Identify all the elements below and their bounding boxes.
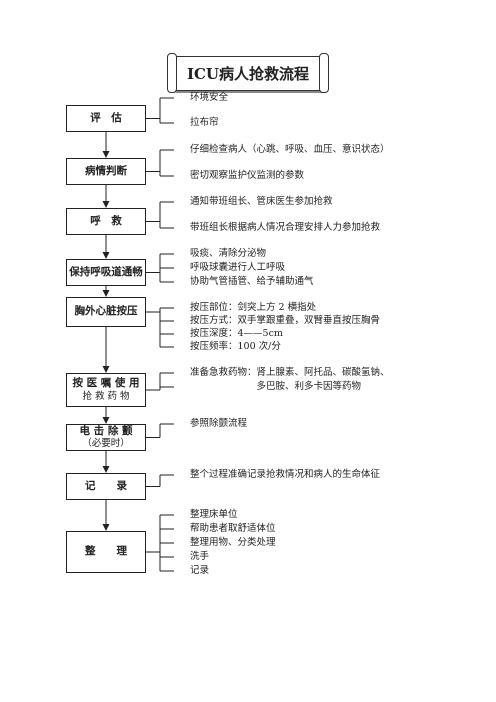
- step-note: 准备急救药物：肾上腺素、阿托品、碳酸氢钠、: [190, 367, 390, 378]
- step-note: 仔细检查病人（心跳、呼吸、血压、意识状态）: [190, 144, 390, 155]
- step-defibrillation: 电 击 除 颤（必要时）: [66, 424, 146, 451]
- step-note: 按压深度：4——5cm: [190, 328, 283, 339]
- step-note: 按压频率：100 次/分: [190, 341, 281, 352]
- step-note: 按压方式：双手掌跟重叠，双臂垂直按压胸骨: [190, 315, 381, 326]
- step-note: 吸痰、清除分泌物: [190, 248, 267, 259]
- step-label: 保持呼吸道通畅: [69, 265, 143, 278]
- step-sublabel: 抢 救 药 物: [82, 390, 130, 402]
- step-note: 洗手: [190, 551, 210, 562]
- step-medication: 按 医 嘱 使 用抢 救 药 物: [66, 373, 146, 407]
- step-note: 整理用物、分类处理: [190, 537, 276, 548]
- step-label: 病情判断: [85, 164, 127, 177]
- step-note: 按压部位：剑突上方 2 横指处: [190, 302, 317, 313]
- step-note: 整理床单位: [190, 509, 238, 520]
- scroll-decoration-right: [319, 53, 329, 93]
- step-note: 整个过程准确记录抢救情况和病人的生命体征: [190, 469, 381, 480]
- step-condition-judgement: 病情判断: [66, 158, 146, 185]
- step-label: 电 击 除 颤: [79, 424, 133, 437]
- step-label: 呼 救: [90, 214, 122, 227]
- step-note: 呼吸球囊进行人工呼吸: [190, 262, 286, 273]
- step-label: 整 理: [85, 545, 127, 558]
- step-note: 记录: [190, 565, 210, 576]
- step-label: 评 估: [90, 111, 122, 124]
- step-note: 帮助患者取舒适体位: [190, 523, 276, 534]
- step-assess: 评 估: [66, 105, 146, 132]
- step-call-for-help: 呼 救: [66, 208, 146, 235]
- step-note: 多巴胺、利多卡因等药物: [190, 381, 362, 392]
- step-label: 胸外心脏按压: [74, 305, 138, 318]
- step-airway: 保持呼吸道通畅: [66, 259, 146, 286]
- flowchart-title: ICU病人抢救流程: [167, 53, 329, 93]
- step-record: 记 录: [66, 473, 146, 500]
- step-note: 环境安全: [190, 92, 229, 103]
- step-note: 密切观察监护仪监测的参数: [190, 170, 305, 181]
- title-text: ICU病人抢救流程: [186, 65, 310, 83]
- step-note: 拉布帘: [190, 117, 219, 128]
- step-sublabel: （必要时）: [82, 438, 130, 450]
- step-note: 参照除颤流程: [190, 418, 248, 429]
- scroll-decoration-left: [167, 53, 177, 93]
- step-label: 记 录: [85, 479, 127, 492]
- step-cpr: 胸外心脏按压: [66, 297, 146, 327]
- step-note: 通知带班组长、管床医生参加抢救: [190, 196, 333, 207]
- step-tidy-up: 整 理: [66, 531, 146, 573]
- step-label: 按 医 嘱 使 用: [72, 377, 140, 389]
- step-note: 带班组长根据病人情况合理安排人力参加抢救: [190, 222, 381, 233]
- step-note: 协助气管插管、给予辅助通气: [190, 276, 314, 287]
